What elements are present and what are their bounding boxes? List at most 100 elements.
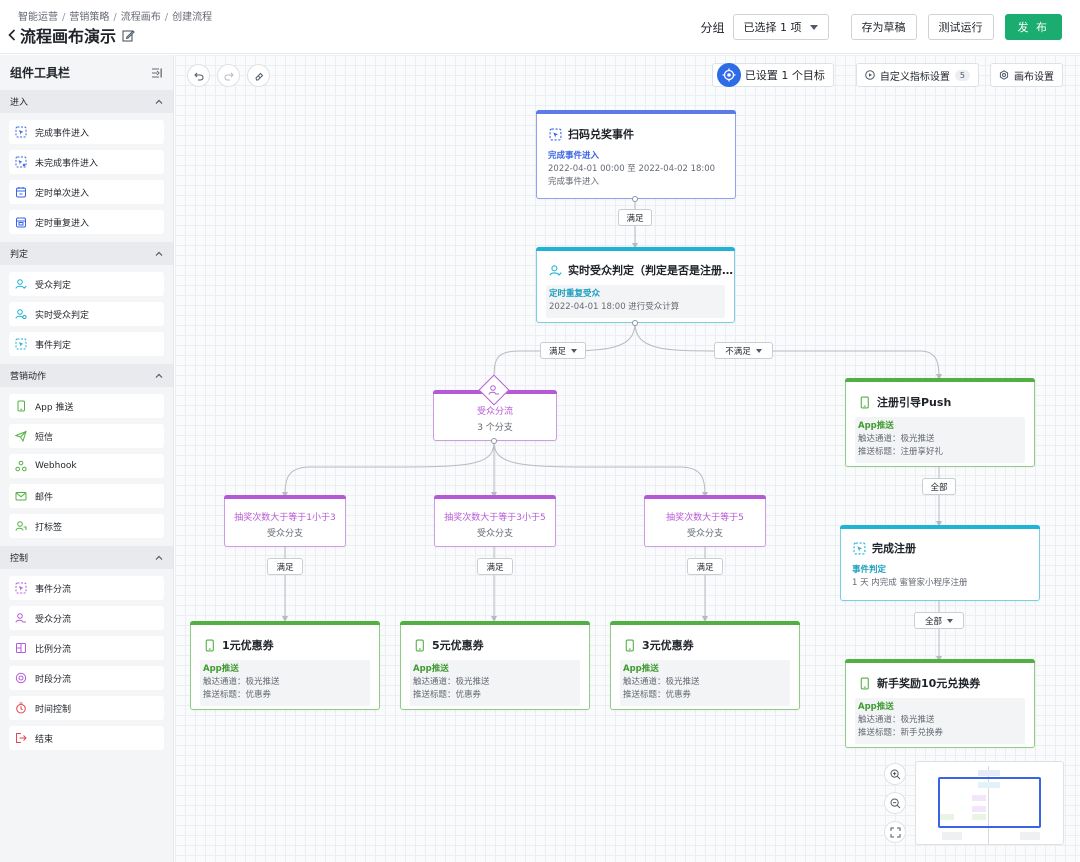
node-register-push[interactable]: 注册引导Push App推送 触达通道：极光推送 推送标题：注册享好礼 [845, 378, 1035, 467]
tool-audience-split[interactable]: 受众分流 [9, 606, 164, 630]
tool-complete-event-entry[interactable]: 完成事件进入 [9, 120, 164, 144]
canvas-settings-button[interactable]: 画布设置 [990, 63, 1063, 87]
fit-screen-icon[interactable] [884, 821, 906, 843]
metrics-count-badge: 5 [954, 69, 970, 81]
tool-incomplete-event-entry[interactable]: 未完成事件进入 [9, 150, 164, 174]
caret-down-icon [755, 348, 762, 353]
tool-tag[interactable]: 打标签 [9, 514, 164, 538]
publish-button[interactable]: 发 布 [1004, 14, 1062, 40]
tool-end[interactable]: 结束 [9, 726, 164, 750]
target-icon [716, 63, 741, 87]
edge-label-all[interactable]: 全部 [922, 478, 956, 495]
custom-metrics-button[interactable]: 自定义指标设置 5 [855, 63, 979, 87]
edge-label-satisfy[interactable]: 满足 [687, 558, 723, 575]
edge-label-text: 不满足 [725, 346, 751, 357]
edge-label-satisfy-dropdown[interactable]: 满足 [540, 342, 586, 359]
user-clock-icon [15, 308, 27, 320]
tool-label: 受众分流 [35, 614, 72, 625]
caret-down-icon [947, 618, 953, 623]
tool-event-split[interactable]: 事件分流 [9, 576, 164, 600]
node-coupon-1[interactable]: 1元优惠券 App推送 触达通道：极光推送 推送标题：优惠券 [190, 621, 380, 710]
node-detail: 2022-04-01 18:00 进行受众计算 [549, 302, 680, 312]
event-judge-icon [15, 338, 27, 350]
user-split-icon [488, 385, 499, 395]
test-run-button[interactable]: 测试运行 [927, 14, 994, 40]
flow-canvas[interactable]: 已设置 1 个目标 自定义指标设置 5 画布设置 扫码兑奖事件 完成事件进入 2… [175, 55, 1080, 862]
edge-label-satisfy[interactable]: 满足 [267, 558, 303, 575]
zoom-in-icon[interactable] [884, 763, 906, 785]
edge-label-satisfy[interactable]: 满足 [477, 558, 513, 575]
edit-icon[interactable] [122, 28, 136, 42]
section-header-entry[interactable]: 进入 [0, 90, 173, 113]
goal-button[interactable]: 已设置 1 个目标 [711, 63, 834, 87]
node-detail: 触达通道：极光推送 [858, 434, 935, 444]
tool-webhook[interactable]: Webhook [9, 454, 164, 478]
tool-audience-judge[interactable]: 受众判定 [9, 272, 164, 296]
node-scan-event[interactable]: 扫码兑奖事件 完成事件进入 2022-04-01 00:00 至 2022-04… [536, 110, 736, 199]
save-draft-button[interactable]: 存为草稿 [850, 14, 917, 40]
back-icon[interactable] [6, 25, 18, 45]
phone-icon [858, 677, 871, 690]
exit-icon [15, 732, 27, 744]
phone-icon [15, 400, 27, 412]
node-title: 5元优惠券 [432, 639, 484, 652]
node-type: 事件判定 [852, 565, 887, 575]
eraser-icon[interactable] [247, 64, 270, 87]
section-header-judge[interactable]: 判定 [0, 242, 173, 265]
node-type: App推送 [858, 421, 894, 431]
caret-down-icon [571, 348, 577, 353]
section-header-control[interactable]: 控制 [0, 546, 173, 569]
node-branch-3[interactable]: 抽奖次数大于等于5 受众分支 [644, 495, 766, 547]
tool-app-push[interactable]: App 推送 [9, 394, 164, 418]
node-subtitle: 受众分支 [266, 529, 303, 539]
node-coupon-3[interactable]: 3元优惠券 App推送 触达通道：极光推送 推送标题：优惠券 [610, 621, 800, 710]
node-detail: 触达通道：极光推送 [203, 677, 280, 687]
user-check-icon [15, 278, 27, 290]
node-port[interactable] [632, 196, 638, 202]
minimap-viewport[interactable] [938, 777, 1041, 828]
collapse-panel-icon[interactable] [151, 67, 163, 79]
breadcrumb-item[interactable]: 流程画布 [120, 12, 161, 23]
node-detail: 推送标题：注册享好礼 [858, 447, 944, 457]
tool-email[interactable]: 邮件 [9, 484, 164, 508]
tool-ratio-split[interactable]: 比例分流 [9, 636, 164, 660]
tool-scheduled-repeat-entry[interactable]: 定时重复进入 [9, 210, 164, 234]
section-header-marketing[interactable]: 营销动作 [0, 364, 173, 387]
section-label: 进入 [10, 98, 29, 108]
node-branch-1[interactable]: 抽奖次数大于等于1小于3 受众分支 [224, 495, 346, 547]
event-cursor-icon [853, 542, 866, 555]
tool-scheduled-once-entry[interactable]: 定时单次进入 [9, 180, 164, 204]
breadcrumb-item[interactable]: 营销策略 [69, 12, 110, 23]
redo-icon[interactable] [217, 64, 240, 87]
breadcrumb-item[interactable]: 智能运营 [18, 12, 58, 23]
node-port[interactable] [632, 320, 638, 326]
edge-label-all-dropdown[interactable]: 全部 [914, 612, 964, 629]
chevron-up-icon [155, 373, 163, 378]
tool-realtime-audience-judge[interactable]: 实时受众判定 [9, 302, 164, 326]
minimap[interactable] [915, 761, 1064, 845]
node-coupon-5[interactable]: 5元优惠券 App推送 触达通道：极光推送 推送标题：优惠券 [400, 621, 590, 710]
gear-icon [999, 70, 1009, 80]
group-select[interactable]: 已选择 1 项 [732, 14, 829, 40]
send-icon [15, 430, 27, 442]
tool-time-control[interactable]: 时间控制 [9, 696, 164, 720]
webhook-icon [15, 460, 27, 472]
phone-icon [413, 639, 426, 652]
node-realtime-audience-judge[interactable]: 实时受众判定（判定是否是注册… 定时重复受众 2022-04-01 18:00 … [536, 247, 735, 323]
node-type: App推送 [858, 702, 894, 712]
tool-event-judge[interactable]: 事件判定 [9, 332, 164, 356]
edge-label-not-satisfy-dropdown[interactable]: 不满足 [714, 342, 773, 359]
tool-time-split[interactable]: 时段分流 [9, 666, 164, 690]
timer-icon [15, 702, 27, 714]
undo-icon[interactable] [187, 64, 210, 87]
node-branch-2[interactable]: 抽奖次数大于等于3小于5 受众分支 [434, 495, 556, 547]
node-newbie-reward[interactable]: 新手奖励10元兑换券 App推送 触达通道：极光推送 推送标题：新手兑换券 [845, 659, 1035, 748]
tool-sms[interactable]: 短信 [9, 424, 164, 448]
zoom-out-icon[interactable] [884, 792, 906, 814]
edge-label-text: 满足 [486, 562, 504, 573]
edge-label-text: 满足 [696, 562, 714, 573]
node-port[interactable] [491, 438, 497, 444]
node-title: 扫码兑奖事件 [568, 128, 634, 141]
edge-label-satisfy[interactable]: 满足 [618, 209, 652, 226]
node-complete-register[interactable]: 完成注册 事件判定 1 天 内完成 蜜管家小程序注册 [840, 525, 1040, 601]
